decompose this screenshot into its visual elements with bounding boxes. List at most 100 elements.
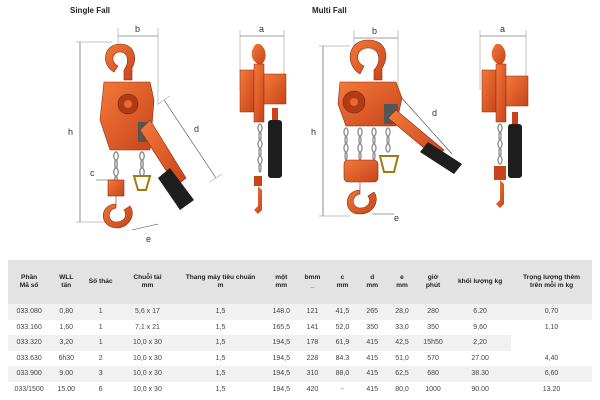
table-cell: 415: [357, 366, 388, 382]
column-header-text: giờ: [427, 273, 439, 281]
dim-e-label-2: e: [394, 213, 399, 223]
column-header-text: Mã số: [19, 282, 39, 289]
table-cell: 194,5: [265, 366, 298, 382]
table-cell: 178: [297, 335, 328, 351]
table-cell: 33,0: [387, 319, 417, 335]
single-fall-caption: Single Fall: [70, 6, 111, 15]
table-cell: 033.160: [8, 319, 51, 335]
table-cell: 415: [357, 381, 388, 397]
table-cell: 80,0: [387, 381, 417, 397]
table-cell: 6.20: [449, 304, 512, 320]
table-cell: 033.630: [8, 350, 51, 366]
table-cell: 3,20: [50, 335, 83, 351]
table-cell: 7,1 x 21: [119, 319, 176, 335]
table-cell: 13.20: [511, 381, 592, 397]
table-cell: 6h30: [50, 350, 83, 366]
column-header-text: d: [370, 273, 375, 281]
table-cell: 415: [357, 335, 388, 351]
table-cell: 2: [82, 350, 120, 366]
table-cell: 1,60: [50, 319, 83, 335]
table-cell: 280: [416, 304, 450, 320]
table-cell: 62,5: [387, 366, 417, 382]
table-cell: 61,9: [327, 335, 358, 351]
dim-a-label-2: a: [500, 24, 505, 34]
table-cell: 350: [357, 319, 388, 335]
table-cell: 148.0: [265, 304, 298, 320]
table-cell: 10,0 x 30: [119, 335, 176, 351]
single-fall-hoist-front: b h d c e: [68, 24, 223, 244]
column-header-text: e: [400, 273, 404, 281]
dim-c-label: c: [90, 168, 95, 178]
table-cell: 0,80: [50, 304, 83, 320]
table-cell: 1,5: [175, 304, 266, 320]
table-cell: 15.00: [50, 381, 83, 397]
table-cell: 570: [416, 350, 450, 366]
single-fall-hoist-side: a: [239, 24, 287, 214]
table-cell: 38.30: [449, 366, 512, 382]
table-cell: 28,0: [387, 304, 417, 320]
dim-b-label: b: [135, 24, 140, 34]
table-cell: 90.00: [449, 381, 512, 397]
multi-fall-hoist-side: a: [479, 24, 529, 208]
table-cell: 27.00: [449, 350, 512, 366]
table-cell: 033.900: [8, 366, 51, 382]
table-cell: 51,0: [387, 350, 417, 366]
dim-h-label-2: h: [311, 127, 316, 137]
column-header-text: Thang máy tiêu chuẩn: [185, 273, 256, 281]
column-header-text: Phần: [21, 273, 38, 281]
table-cell: 6: [82, 381, 120, 397]
column-header-text: phút: [425, 282, 441, 289]
column-header-text: m: [217, 282, 224, 289]
column-header: bmm_: [297, 260, 328, 304]
column-header-text: trên mỗi m kg: [529, 282, 574, 289]
dim-e-label: e: [146, 234, 151, 244]
column-header-text: Trọng lượng thêm: [522, 273, 581, 281]
table-cell: 10,0 x 30: [119, 381, 176, 397]
table-cell: 420: [297, 381, 328, 397]
column-header-text: _: [310, 282, 315, 289]
column-header: khối lượng kg: [449, 260, 512, 304]
table-cell: 3: [82, 366, 120, 382]
multi-fall-hoist-front: b h d e: [311, 26, 462, 223]
column-header-text: WLL: [59, 273, 74, 281]
table-cell: 1.10: [511, 319, 592, 335]
table-cell: 1,5: [175, 381, 266, 397]
table-cell: 1: [82, 335, 120, 351]
table-cell: 350: [416, 319, 450, 335]
dim-h-label: h: [68, 127, 73, 137]
table-cell: 141: [297, 319, 328, 335]
table-cell: 228: [297, 350, 328, 366]
column-header-text: khối lượng kg: [457, 277, 503, 285]
table-cell: 84.3: [327, 350, 358, 366]
table-cell: 033/1500: [8, 381, 51, 397]
multi-fall-caption: Multi Fall: [312, 6, 347, 15]
table-cell: 15h50: [416, 335, 450, 351]
table-cell: 9,60: [449, 319, 512, 335]
table-cell: 265: [357, 304, 388, 320]
column-header-text: mm: [275, 282, 288, 289]
table-cell: -: [327, 381, 358, 397]
table-cell: 88,0: [327, 366, 358, 382]
column-header-text: Chuỗi tải: [133, 273, 162, 281]
table-cell: 4,40: [511, 350, 592, 366]
table-cell: 10,0 x 30: [119, 350, 176, 366]
table-cell: 6,60: [511, 366, 592, 382]
table-cell: 5,6 x 17: [119, 304, 176, 320]
table-cell: 310: [297, 366, 328, 382]
column-header-text: bmm: [304, 273, 321, 281]
